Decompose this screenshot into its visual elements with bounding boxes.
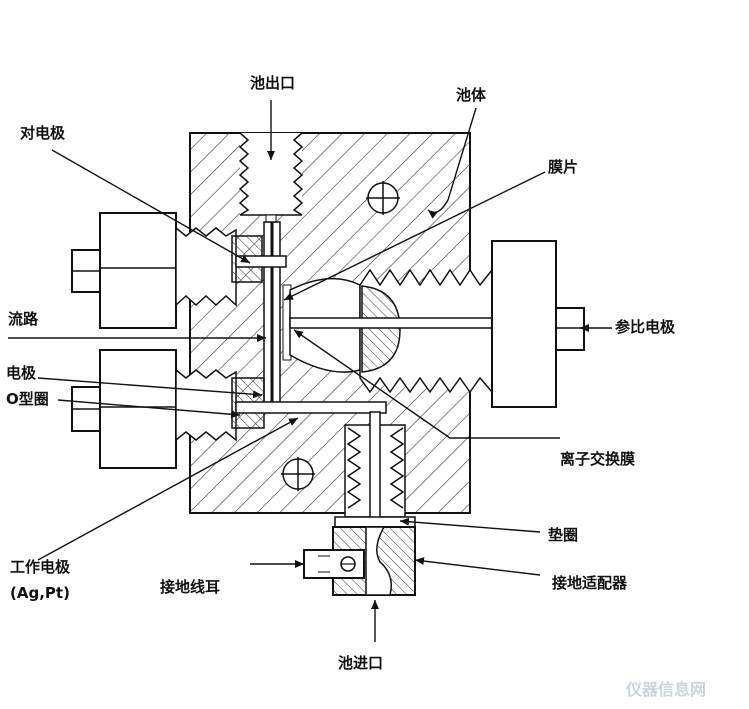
label-membrane-sheet: 膜片 xyxy=(548,158,579,176)
ground-adapter-shape xyxy=(303,526,416,596)
leader-working-electrode xyxy=(37,417,299,561)
label-ground-lug: 接地线耳 xyxy=(160,578,221,596)
gasket-shape xyxy=(334,516,416,528)
label-inlet: 池进口 xyxy=(338,654,384,672)
screw-symbol-lower xyxy=(281,457,315,491)
watermark: 仪器信息网 xyxy=(626,680,707,699)
label-gasket: 垫圈 xyxy=(548,526,579,544)
leader-lines xyxy=(8,100,612,642)
leader-ground-adapter xyxy=(414,557,541,576)
working-electrode-fitting xyxy=(71,349,387,469)
label-ground-adapter: 接地适配器 xyxy=(552,574,628,592)
leader-o-ring xyxy=(57,399,241,419)
label-counter-electrode: 对电极 xyxy=(20,124,66,142)
label-outlet: 池出口 xyxy=(250,74,296,92)
leader-cell-body xyxy=(427,107,477,219)
label-working-electrode: 工作电极 xyxy=(10,558,71,576)
label-electrode: 电极 xyxy=(6,364,37,382)
reference-electrode-fitting xyxy=(289,240,585,408)
counter-electrode-fitting xyxy=(71,212,287,329)
inlet-fitting xyxy=(344,411,406,523)
label-working-electrode-materials: (Ag,Pt) xyxy=(10,584,70,602)
label-reference-electrode: 参比电极 xyxy=(615,318,676,336)
leader-gasket xyxy=(399,517,541,533)
screw-symbol-upper xyxy=(366,181,400,215)
label-o-ring: O型圈 xyxy=(6,390,49,408)
leader-ion-exchange-membrane xyxy=(293,329,560,439)
label-flow-path: 流路 xyxy=(8,310,39,328)
leader-membrane xyxy=(283,171,546,301)
leader-electrode xyxy=(37,377,263,399)
label-cell-body: 池体 xyxy=(456,86,487,104)
leader-counter-electrode xyxy=(51,149,251,264)
label-ion-exchange-membrane: 离子交换膜 xyxy=(560,450,636,468)
